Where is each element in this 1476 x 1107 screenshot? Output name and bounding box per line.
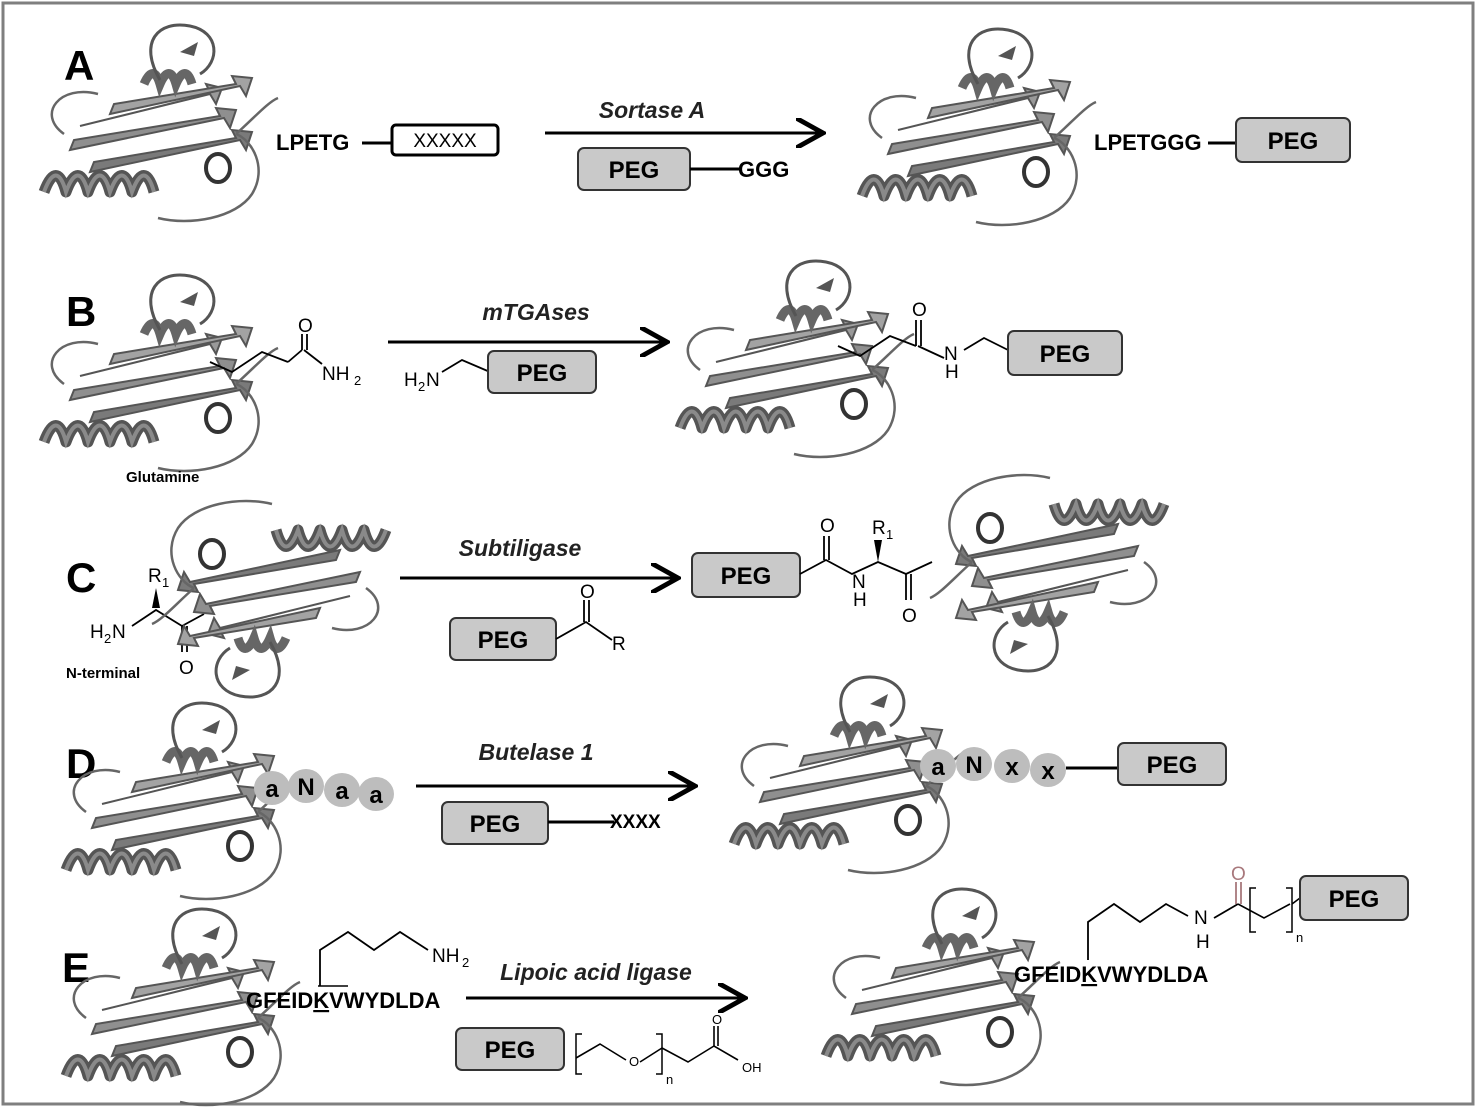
- panel-a: A LPETG XXXXX Sortase A PEG GGG LPETGGG …: [44, 25, 1351, 225]
- panel-d-reagent-peg: PEG: [470, 811, 521, 838]
- panel-c-product-peg-box: [691, 552, 801, 598]
- panel-c-label: C: [66, 554, 96, 601]
- panel-e-product-h: H: [1196, 932, 1210, 953]
- panel-a-label: A: [64, 42, 94, 89]
- panel-d-product-bead-2: N: [965, 752, 982, 779]
- panel-b-product-o: O: [912, 300, 927, 321]
- panel-a-reagent-tag: GGG: [738, 157, 789, 182]
- panel-d-substrate-bead-2: N: [297, 774, 314, 801]
- panel-c-residue-label: N-terminal: [66, 665, 140, 682]
- panel-a-substrate-tag: LPETG: [276, 130, 349, 155]
- panel-e-product-seq: GFEIDKVWYDLDA: [1014, 962, 1208, 987]
- panel-b-amide-n: NH: [322, 364, 349, 385]
- panel-e-product-n: N: [1194, 908, 1208, 929]
- panel-d-product-bead-3: x: [1005, 754, 1019, 781]
- panel-e-reagent-acid-o: O: [712, 1012, 722, 1027]
- panel-b-label: B: [66, 288, 96, 335]
- panel-b-product-n: N: [944, 344, 958, 365]
- panel-b-residue-label: Glutamine: [126, 469, 199, 486]
- panel-a-leaving-group: XXXXX: [413, 131, 477, 152]
- panel-b-product-h: H: [945, 362, 959, 383]
- panel-e-seq-before: GFEIDKVWYDLDA: [246, 988, 440, 1013]
- panel-b-reagent-amine-sub: 2: [418, 379, 425, 394]
- panel-c-product-h: H: [853, 590, 867, 611]
- panel-a-product-protein: [862, 29, 1096, 225]
- panel-b-oxygen: O: [298, 316, 313, 337]
- panel-c: C R 1 H 2 N O N-terminal Subtiligase PEG…: [66, 475, 1164, 697]
- panel-e-seq-k: K: [313, 988, 329, 1013]
- panel-b-product-peg-box: [1007, 330, 1123, 376]
- panel-c-enzyme: Subtiligase: [459, 535, 582, 561]
- panel-e-product-sub-n: n: [1296, 930, 1303, 945]
- panel-a-product-tag: LPETGGG: [1094, 130, 1202, 155]
- panel-c-reagent-r: R: [612, 634, 626, 655]
- panel-b-product-protein: [680, 261, 914, 457]
- panel-e-product-o: O: [1231, 864, 1246, 885]
- panel-e-reagent-peg-box: [455, 1027, 565, 1071]
- panel-c-r1-sub: 1: [162, 575, 169, 590]
- panel-b: B Glutamine O NH 2 mTGAses H 2 N PEG O N…: [44, 261, 1123, 486]
- panel-c-reagent-o: O: [580, 582, 595, 603]
- panel-e-product-protein: [826, 889, 1060, 1085]
- panel-d-reagent-tag: XXXX: [610, 812, 661, 833]
- panel-c-oxygen: O: [179, 658, 194, 679]
- panel-c-product-protein: [930, 475, 1164, 671]
- panel-c-product-n: N: [852, 572, 866, 593]
- panel-d-product-peg-box: [1117, 742, 1227, 786]
- panel-e-reagent-n: n: [666, 1072, 673, 1087]
- panel-a-leaving-group-box: [390, 123, 500, 157]
- panel-d-product-bead-4: x: [1041, 758, 1055, 785]
- panel-c-amine-h: H: [90, 622, 104, 643]
- panel-e-amine-sub: 2: [462, 955, 469, 970]
- panel-d: D a N a a Butelase 1 PEG XXXX a N x x PE…: [66, 677, 1227, 899]
- panel-d-enzyme: Butelase 1: [478, 739, 593, 765]
- panel-b-reagent-amine-h: H: [404, 370, 418, 391]
- panel-e-label: E: [62, 944, 90, 991]
- panel-a-product-peg: PEG: [1268, 128, 1319, 155]
- panel-c-amine-sub: 2: [104, 631, 111, 646]
- panel-c-product-o2: O: [902, 606, 917, 627]
- panel-c-product-o1: O: [820, 516, 835, 537]
- panel-b-product-peg: PEG: [1040, 341, 1091, 368]
- panel-d-label: D: [66, 740, 96, 787]
- panel-c-amine-n: N: [112, 622, 126, 643]
- panel-e-product-peg-box: [1299, 875, 1409, 921]
- panel-d-product-bead-1: a: [931, 754, 945, 781]
- panel-b-reagent-peg: PEG: [517, 360, 568, 387]
- panel-d-substrate-bead-3: a: [335, 778, 349, 805]
- panel-e: E GFEIDKVWYDLDA NH 2 Lipoic acid ligase …: [62, 864, 1409, 1105]
- panel-a-enzyme: Sortase A: [599, 97, 706, 123]
- panel-c-product-r1: R: [872, 518, 886, 539]
- panel-d-substrate-bead-4: a: [369, 782, 383, 809]
- panel-b-reagent-amine-n: N: [426, 370, 440, 391]
- panel-a-product-peg-box: [1235, 117, 1351, 163]
- panel-e-reagent-peg: PEG: [485, 1037, 536, 1064]
- panel-c-product-peg: PEG: [721, 563, 772, 590]
- panel-e-amine: NH: [432, 946, 459, 967]
- panel-b-reagent-peg-box: [487, 350, 597, 394]
- panel-e-product-peg: PEG: [1329, 886, 1380, 913]
- panel-b-amide-sub: 2: [354, 373, 361, 388]
- panel-c-reagent-peg: PEG: [478, 627, 529, 654]
- panel-d-product-peg: PEG: [1147, 752, 1198, 779]
- panel-e-enzyme: Lipoic acid ligase: [500, 959, 692, 985]
- panel-a-reagent-peg: PEG: [609, 157, 660, 184]
- panel-c-r1: R: [148, 566, 162, 587]
- panel-c-product-r1-sub: 1: [886, 527, 893, 542]
- panel-b-enzyme: mTGAses: [482, 299, 589, 325]
- panel-e-reagent-o: O: [629, 1054, 639, 1069]
- panel-d-substrate-bead-1: a: [265, 776, 279, 803]
- panel-e-reagent-oh: OH: [742, 1060, 762, 1075]
